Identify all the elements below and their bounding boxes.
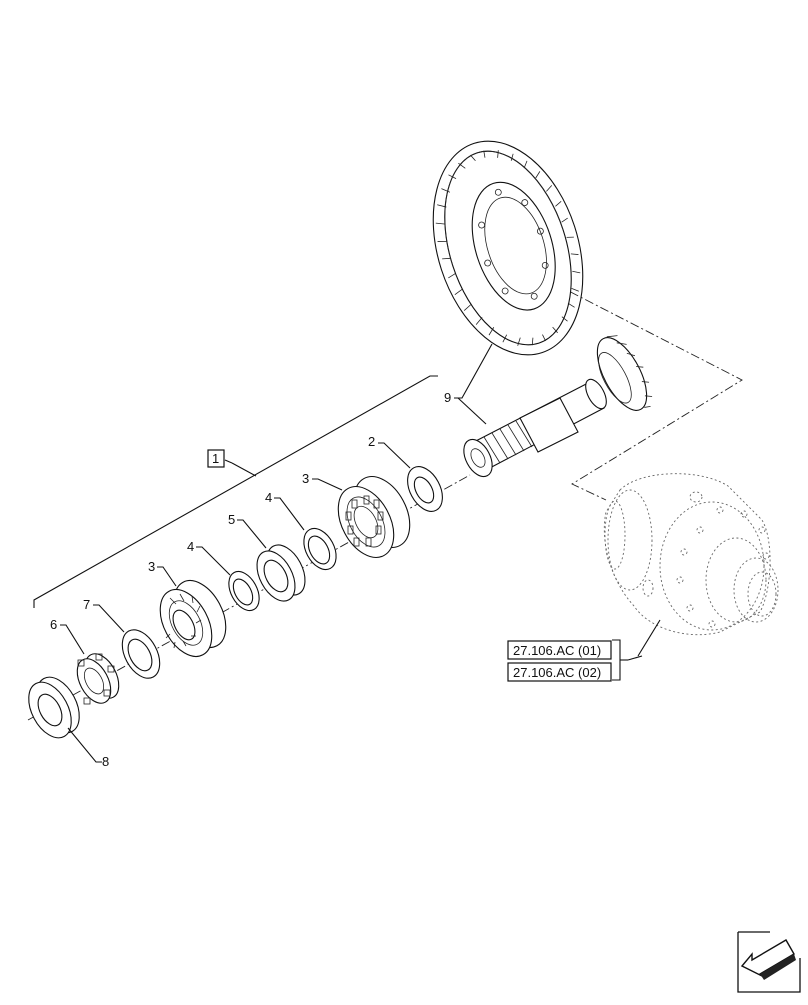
part-5-spacer xyxy=(256,544,306,602)
reference-boxes: 27.106.AC (01) 27.106.AC (02) xyxy=(507,639,643,682)
callout-3-upper[interactable]: 3 xyxy=(302,471,309,486)
callout-6[interactable]: 6 xyxy=(50,617,57,632)
ref-27-106-ac-01[interactable]: 27.106.AC (01) xyxy=(507,640,612,660)
callout-1: 1 xyxy=(212,451,219,466)
connection-lines xyxy=(554,283,743,501)
svg-text:27.106.AC (01): 27.106.AC (01) xyxy=(513,643,601,658)
part-3-bearing-upper xyxy=(337,476,411,558)
part-4-ring-lower xyxy=(228,570,260,612)
leader-lines xyxy=(60,343,661,763)
part-4-ring-upper xyxy=(303,527,337,571)
assembly-bracket xyxy=(33,375,438,608)
callout-4-lower[interactable]: 4 xyxy=(187,539,194,554)
part-2-shim xyxy=(407,466,443,512)
crown-gear xyxy=(432,140,584,356)
part-8-washer xyxy=(28,676,80,739)
part-3-bearing-lower xyxy=(159,580,227,657)
callout-2[interactable]: 2 xyxy=(368,434,375,449)
callout-5[interactable]: 5 xyxy=(228,512,235,527)
ref-27-106-ac-02[interactable]: 27.106.AC (02) xyxy=(507,662,612,682)
part-7-lock-washer xyxy=(121,629,161,679)
differential-housing xyxy=(603,473,779,636)
callout-1-box[interactable]: 1 xyxy=(207,449,225,468)
arrow-navigation-icon[interactable] xyxy=(737,931,801,993)
svg-text:27.106.AC (02): 27.106.AC (02) xyxy=(513,665,601,680)
callout-labels: 9 2 3 4 5 4 3 7 6 8 xyxy=(50,390,451,769)
callout-8[interactable]: 8 xyxy=(102,754,109,769)
callout-3-lower[interactable]: 3 xyxy=(148,559,155,574)
part-6-slotted-nut xyxy=(76,653,120,705)
pinion-shaft xyxy=(463,335,653,478)
callout-7[interactable]: 7 xyxy=(83,597,90,612)
callout-9[interactable]: 9 xyxy=(444,390,451,405)
callout-4-upper[interactable]: 4 xyxy=(265,490,272,505)
